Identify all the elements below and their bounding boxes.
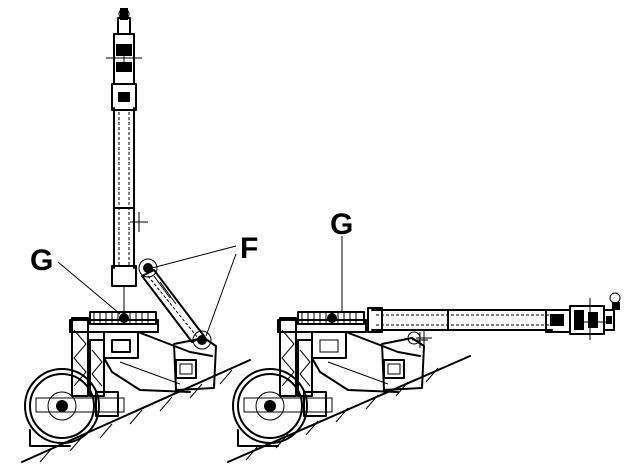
label-g-right: G xyxy=(330,208,353,241)
tool-head-right xyxy=(545,292,621,340)
horizontal-arm xyxy=(367,307,553,348)
wheel-right xyxy=(232,368,333,447)
left-assembly: G F xyxy=(21,8,258,463)
frame-right xyxy=(277,317,432,397)
right-assembly: G xyxy=(227,208,621,463)
tool-head-top xyxy=(106,8,142,85)
leader-f-lower xyxy=(205,253,237,337)
label-f: F xyxy=(240,232,258,265)
spring-right xyxy=(297,311,365,325)
leader-f-upper xyxy=(151,245,237,269)
actuator-left xyxy=(138,258,212,350)
label-g-left: G xyxy=(30,244,53,277)
leader-g-left xyxy=(57,261,121,315)
spring-left xyxy=(89,311,157,325)
wheel-left xyxy=(24,368,125,447)
vertical-arm xyxy=(111,83,148,318)
